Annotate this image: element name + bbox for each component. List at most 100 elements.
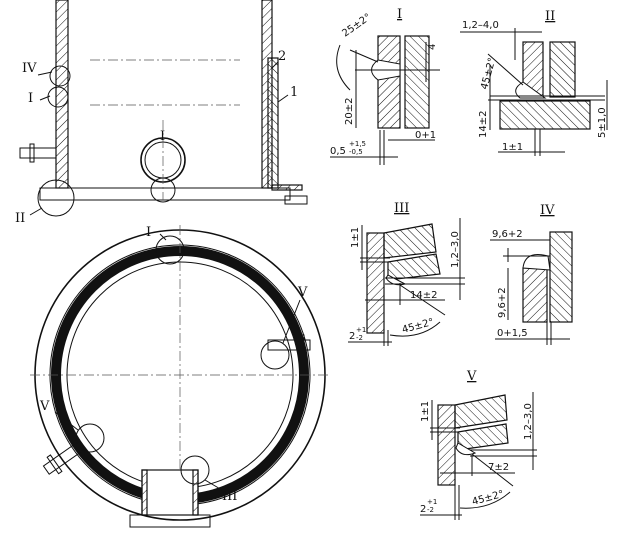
label-i-bottom: I: [160, 129, 165, 144]
detail-marker-iv: [49, 65, 71, 87]
detail-v: V 1±1 1,2–3,0 7±2 45±2° 2 +1 -2: [420, 369, 537, 520]
bottom-flange: [271, 184, 303, 191]
shell-wall-left: [55, 0, 69, 189]
drawing-line: [522, 267, 548, 323]
drawing-line: [39, 95, 51, 101]
plan-marker-v-left: [75, 423, 105, 453]
detail-i-dim-05: 0,5: [330, 146, 346, 157]
detail-i: I 25±2° 4 20±2 0+1 0,5 +1,5 -0,5: [330, 7, 440, 165]
detail-i-dim-20: 20±2: [344, 98, 355, 125]
drawing-line: [141, 469, 148, 516]
detail-i-angle: 25±2°: [340, 12, 373, 40]
drawing-line: [42, 441, 85, 475]
detail-iv-dim-side: 9,6+2: [497, 287, 508, 318]
drawing-line: [336, 44, 351, 91]
drawing-line: [366, 232, 385, 334]
detail-ii: II 1,2–4,0 45±2° 14±2 5±1,0 1±1: [460, 9, 608, 156]
detail-v-dim-1: 1±1: [420, 401, 431, 422]
label-i: I: [28, 91, 33, 106]
drawing-line: [37, 71, 53, 76]
drawing-line: [349, 49, 379, 63]
drawing-line: [454, 394, 508, 429]
drawing-line: [29, 207, 43, 216]
plan-label-v-right: V: [297, 285, 308, 300]
drawing-line: [389, 321, 441, 337]
drawing-line: [159, 233, 167, 241]
detail-v-title: V: [466, 369, 477, 384]
detail-v-dim-2: 2: [420, 504, 426, 515]
label-iv: IV: [22, 61, 37, 76]
detail-iv-dim-top: 9,6+2: [492, 229, 523, 240]
left-nozzle: [19, 147, 57, 159]
detail-iii-dim-1: 1±1: [350, 227, 361, 248]
detail-ii-dim-1: 1±1: [502, 142, 523, 153]
drawing-line: [457, 423, 509, 451]
side-view: IV I II 2 1 I: [15, 0, 308, 226]
detail-iii: III 1±1 1,2–3,0 14±2 45±2° 2 +1 -2: [348, 201, 465, 346]
detail-iii-gap: 1,2–3,0: [450, 231, 461, 268]
drawing-line: [549, 231, 573, 323]
drawing-line: [404, 35, 430, 129]
drawing-line: [282, 299, 301, 344]
drawing-line: [499, 100, 591, 130]
detail-iv-title: IV: [540, 203, 555, 218]
bottom-right-pipe: [284, 195, 308, 205]
drawing-line: [455, 442, 477, 456]
drawing-line: [277, 94, 289, 103]
drawing-line: [549, 41, 576, 98]
detail-i-dim-4: 4: [427, 44, 438, 50]
detail-iii-dim-2: 2: [349, 331, 355, 342]
right-nozzle: [267, 339, 311, 351]
drawing-line: [377, 35, 401, 129]
plan-marker-iii: [180, 455, 210, 485]
detail-iii-tol-up: +1: [356, 326, 366, 334]
detail-ii-title: II: [545, 9, 555, 24]
drawing-line: [459, 491, 511, 509]
detail-v-tol-dn: -2: [427, 506, 434, 514]
detail-ii-gap: 1,2–4,0: [462, 20, 499, 31]
label-part-1: 1: [290, 85, 298, 100]
detail-i-title: I: [397, 7, 402, 22]
plan-label-iii: III: [222, 489, 237, 504]
plan-marker-i: [155, 235, 185, 265]
detail-iii-tol-dn: -2: [356, 334, 363, 342]
detail-marker-i-bottom: [150, 177, 176, 203]
drawing-line: [522, 254, 551, 271]
drawing-line: [204, 479, 223, 491]
drawing-line: [471, 453, 514, 487]
plan-marker-v-right: [260, 340, 290, 370]
detail-i-tol-up: +1,5: [349, 140, 366, 148]
plan-label-i: I: [146, 225, 151, 240]
plan-label-v-left: V: [39, 399, 50, 414]
detail-ii-dim-5: 5±1,0: [597, 107, 608, 138]
detail-i-tol-dn: -0,5: [349, 148, 363, 156]
drawing-line: [383, 223, 437, 259]
detail-ii-angle: 45±2°: [479, 57, 498, 91]
drawing-line: [487, 53, 524, 86]
outlet-flange: [129, 514, 211, 528]
drawing-line: [29, 143, 35, 163]
left-angled-nozzle: [42, 441, 85, 475]
plan-view: I V V III: [30, 225, 330, 528]
drawing-line: [271, 61, 279, 69]
drawing-line: [192, 469, 199, 516]
detail-i-gap: 0+1: [415, 130, 436, 141]
reinforcement-part-1: [267, 57, 279, 189]
detail-v-gap: 1,2–3,0: [523, 403, 534, 440]
drawing-line: [299, 334, 305, 356]
detail-v-tol-up: +1: [427, 498, 437, 506]
detail-iv-gap: 0+1,5: [497, 328, 528, 339]
bottom-plate: [39, 187, 291, 201]
detail-iv: IV 9,6+2 9,6+2 0+1,5: [490, 203, 573, 345]
drawing-line: [46, 454, 63, 475]
bottom-outlet-pipe: [141, 469, 199, 516]
drawing-line: [515, 81, 547, 99]
detail-ii-dim-14: 14±2: [478, 111, 489, 138]
detail-marker-ii: [37, 179, 75, 217]
detail-iii-angle: 45±2°: [401, 317, 435, 336]
detail-v-dim-7: 7±2: [488, 462, 509, 473]
drawing-line: [387, 253, 441, 281]
detail-iii-dim-14: 14±2: [410, 290, 437, 301]
label-part-2: 2: [278, 49, 286, 64]
